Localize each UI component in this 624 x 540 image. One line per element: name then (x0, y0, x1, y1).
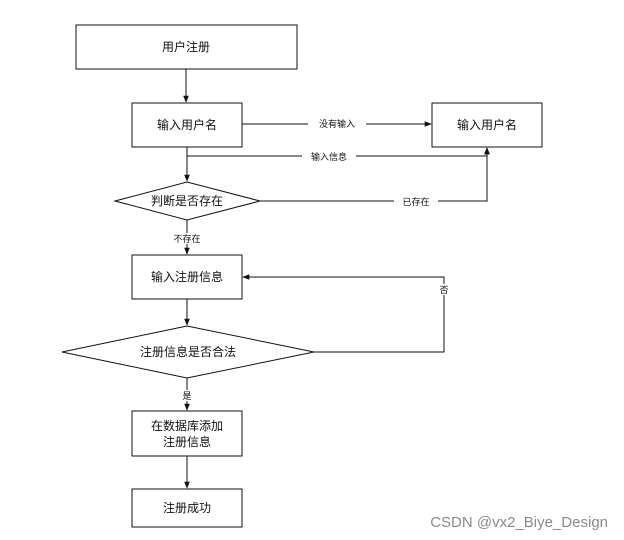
edge-exists-label-bg (394, 196, 438, 207)
node-add-db-box (131, 410, 243, 457)
node-success-box (131, 488, 243, 528)
node-register-box (75, 24, 298, 70)
node-check-valid-label: 注册信息是否合法 (140, 344, 236, 359)
node-input-info-box (131, 254, 243, 300)
edge-no-label: 否 (439, 285, 448, 296)
edge-input-info-label: 输入信息 (311, 151, 347, 163)
edge-no-input-label-bg (308, 118, 366, 130)
edge-not-exists-label-bg (167, 233, 207, 244)
watermark: CSDN @vx2_Biye_Design (430, 514, 608, 531)
edge-input-info-label-bg (302, 151, 356, 162)
edge-not-exists-label: 不存在 (173, 233, 200, 245)
edge-no (242, 274, 445, 353)
node-check-exists-label: 判断是否存在 (151, 193, 223, 208)
node-input-username-box (131, 102, 243, 148)
node-input-info-label: 输入注册信息 (151, 269, 223, 284)
node-success-label: 注册成功 (163, 500, 211, 515)
edge-yes-label-bg (180, 390, 194, 401)
edge-yes-label: 是 (182, 391, 191, 402)
node-add-db-label-line1: 在数据库添加 (151, 418, 223, 433)
node-add-db-label-line2: 注册信息 (163, 434, 211, 449)
node-input-username-label: 输入用户名 (157, 117, 217, 132)
edge-no-input-label: 没有输入 (319, 118, 355, 130)
node-input-username-right-box (431, 102, 543, 148)
edge-no-label-bg (437, 284, 451, 295)
node-register-label: 用户注册 (162, 39, 210, 54)
edge-exists-label: 已存在 (402, 196, 429, 208)
node-input-username-right-label: 输入用户名 (457, 117, 517, 132)
edge-exists (260, 147, 490, 202)
